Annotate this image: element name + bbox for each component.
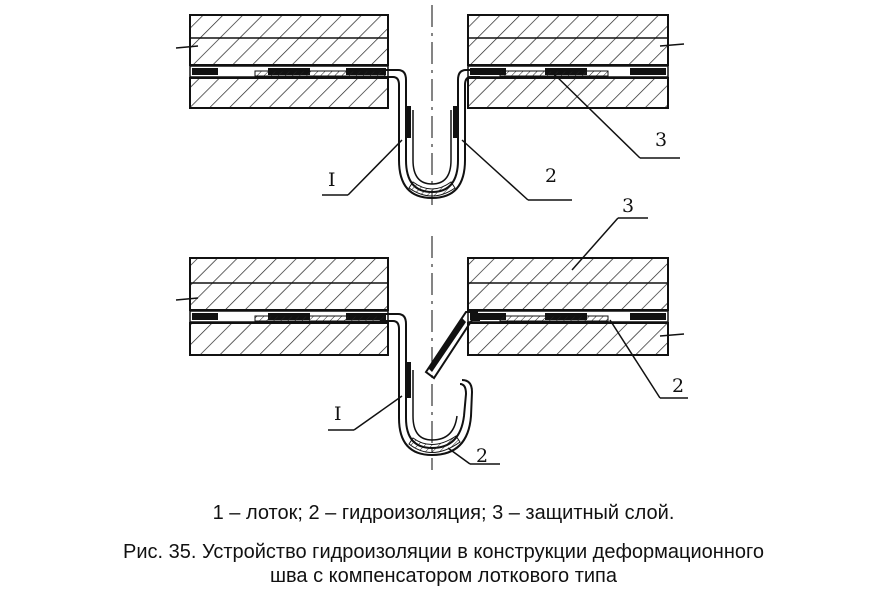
bottom-trough-membrane (406, 362, 411, 398)
top-left-slab (175, 14, 389, 109)
bottom-joint-section: I 2 2 3 (175, 195, 688, 470)
top-trough-compensator (380, 69, 480, 200)
figure-legend: 1 – лоток; 2 – гидроизоляция; 3 – защитн… (212, 502, 675, 524)
caption-line-2: шва с компенсатором лоткового типа (269, 565, 617, 587)
top-trough-protective-layer (408, 181, 456, 197)
caption-line-1: Рис. 35. Устройство гидроизоляции в конс… (122, 541, 764, 563)
bottom-label-3: 3 (622, 195, 634, 217)
bottom-leaders (328, 217, 688, 465)
bottom-trough-protective-layer (408, 435, 461, 453)
bottom-left-protective-strip (254, 315, 386, 322)
bottom-inclined-flap (424, 311, 480, 380)
bottom-trough-compensator (380, 313, 474, 457)
top-label-1: I (328, 169, 336, 191)
top-trough-membrane (406, 106, 458, 138)
top-label-3: 3 (655, 129, 667, 151)
bottom-label-2-lower: 2 (476, 445, 488, 467)
top-leaders (322, 71, 680, 201)
top-left-protective-strip (254, 70, 386, 77)
bottom-left-slab (175, 257, 389, 356)
bottom-right-slab (467, 257, 685, 356)
expansion-joint-diagram: I 2 3 (175, 5, 688, 470)
bottom-label-1: I (334, 403, 342, 425)
top-label-2: 2 (545, 165, 557, 187)
top-joint-section: I 2 3 (175, 5, 685, 205)
bottom-label-2-right: 2 (672, 375, 684, 397)
bottom-right-protective-strip (499, 315, 609, 322)
top-right-slab (467, 14, 685, 109)
figure-caption: Рис. 35. Устройство гидроизоляции в конс… (0, 540, 887, 588)
